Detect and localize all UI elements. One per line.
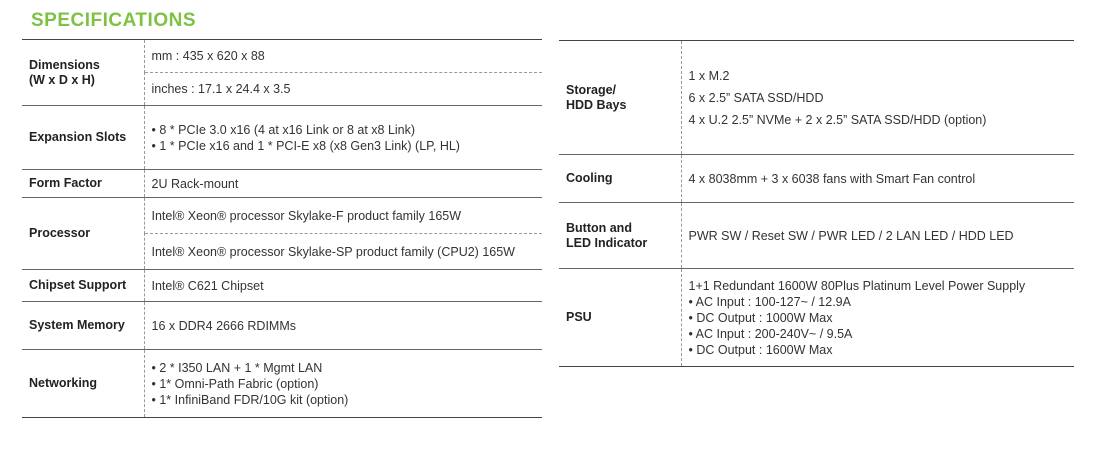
- spec-value-line: • AC Input : 200-240V~ / 9.5A: [688, 326, 853, 341]
- spec-value-line: • 2 * I350 LAN + 1 * Mgmt LAN: [151, 360, 323, 375]
- spec-subrow-processor: Intel® Xeon® processor Skylake-SP produc…: [22, 233, 542, 270]
- spec-value-line: Intel® Xeon® processor Skylake-SP produc…: [151, 244, 515, 259]
- spec-label-line: Cooling: [566, 171, 613, 185]
- spec-value-line: 2U Rack-mount: [151, 176, 239, 191]
- spec-label-line: (W x D x H): [29, 72, 95, 87]
- spec-value-line: 6 x 2.5” SATA SSD/HDD: [688, 90, 824, 105]
- spec-value-networking: • 2 * I350 LAN + 1 * Mgmt LAN • 1* Omni-…: [144, 349, 542, 418]
- spec-value-line: inches : 17.1 x 24.4 x 3.5: [151, 82, 291, 96]
- spec-value-expansion-slots: • 8 * PCIe 3.0 x16 (4 at x16 Link or 8 a…: [144, 105, 542, 170]
- spec-value-line: mm : 435 x 620 x 88: [151, 49, 265, 63]
- spec-value-chipset-support: Intel® C621 Chipset: [144, 269, 542, 302]
- spec-value-line: 4 x 8038mm + 3 x 6038 fans with Smart Fa…: [688, 171, 976, 186]
- spec-row-system-memory: System Memory 16 x DDR4 2666 RDIMMs: [22, 301, 542, 350]
- spec-label-expansion-slots: Expansion Slots: [22, 105, 145, 170]
- spec-label-line: Networking: [29, 376, 98, 390]
- spec-row-form-factor: Form Factor 2U Rack-mount: [22, 169, 542, 198]
- spec-row-chipset-support: Chipset Support Intel® C621 Chipset: [22, 269, 542, 302]
- spec-row-psu: PSU 1+1 Redundant 1600W 80Plus Platinum …: [559, 268, 1074, 367]
- spec-value-cooling: 4 x 8038mm + 3 x 6038 fans with Smart Fa…: [681, 154, 1074, 203]
- spec-label-line: Dimensions: [29, 57, 100, 72]
- spec-value-line: 4 x U.2 2.5” NVMe + 2 x 2.5” SATA SSD/HD…: [688, 112, 987, 127]
- spec-value-line: • 8 * PCIe 3.0 x16 (4 at x16 Link or 8 a…: [151, 122, 416, 137]
- spec-row-dimensions: Dimensions (W x D x H) mm : 435 x 620 x …: [22, 39, 542, 106]
- spec-value-dimensions-inches: inches : 17.1 x 24.4 x 3.5: [144, 72, 542, 106]
- spec-label-networking: Networking: [22, 349, 145, 418]
- page-title: SPECIFICATIONS: [31, 10, 196, 31]
- spec-value-line: • 1 * PCIe x16 and 1 * PCI-E x8 (x8 Gen3…: [151, 138, 460, 153]
- spec-value-line: • 1* InfiniBand FDR/10G kit (option): [151, 392, 349, 407]
- spec-row-networking: Networking • 2 * I350 LAN + 1 * Mgmt LAN…: [22, 349, 542, 418]
- spec-label-form-factor: Form Factor: [22, 169, 145, 198]
- spec-value-line: Intel® Xeon® processor Skylake-F product…: [151, 208, 462, 223]
- spec-value-line: Intel® C621 Chipset: [151, 278, 264, 293]
- spec-table-left: Dimensions (W x D x H) mm : 435 x 620 x …: [22, 39, 542, 418]
- spec-label-line: PSU: [566, 310, 592, 324]
- spec-value-line: • 1* Omni-Path Fabric (option): [151, 376, 319, 391]
- spec-value-psu: 1+1 Redundant 1600W 80Plus Platinum Leve…: [681, 268, 1074, 367]
- spec-value-button-led: PWR SW / Reset SW / PWR LED / 2 LAN LED …: [681, 202, 1074, 269]
- spec-value-processor-2: Intel® Xeon® processor Skylake-SP produc…: [144, 233, 542, 270]
- spec-value-line: • DC Output : 1000W Max: [688, 310, 833, 325]
- spec-value-line: • AC Input : 100-127~ / 12.9A: [688, 294, 851, 309]
- spec-row-expansion-slots: Expansion Slots • 8 * PCIe 3.0 x16 (4 at…: [22, 105, 542, 170]
- spec-label-chipset-support: Chipset Support: [22, 269, 145, 302]
- spec-label-line: Button and: [566, 220, 632, 235]
- spec-value-line: 1+1 Redundant 1600W 80Plus Platinum Leve…: [688, 278, 1026, 293]
- spec-label-button-led: Button and LED Indicator: [559, 202, 682, 269]
- spec-label-system-memory: System Memory: [22, 301, 145, 350]
- spec-label-line: Form Factor: [29, 176, 102, 190]
- spec-label-cooling: Cooling: [559, 154, 682, 203]
- spec-value-storage: 1 x M.2 6 x 2.5” SATA SSD/HDD 4 x U.2 2.…: [681, 41, 1074, 155]
- spec-value-line: • DC Output : 1600W Max: [688, 342, 833, 357]
- spec-value-line: 1 x M.2: [688, 68, 730, 83]
- spec-row-storage: Storage/ HDD Bays 1 x M.2 6 x 2.5” SATA …: [559, 40, 1074, 155]
- spec-label-line: HDD Bays: [566, 97, 627, 112]
- spec-label-line: Expansion Slots: [29, 130, 127, 144]
- spec-label-line: LED Indicator: [566, 235, 648, 250]
- spec-value-form-factor: 2U Rack-mount: [144, 169, 542, 198]
- spec-row-cooling: Cooling 4 x 8038mm + 3 x 6038 fans with …: [559, 154, 1074, 203]
- spec-row-button-led: Button and LED Indicator PWR SW / Reset …: [559, 202, 1074, 269]
- spec-subrow-dimensions: inches : 17.1 x 24.4 x 3.5: [22, 72, 542, 106]
- spec-label-line: Processor: [29, 226, 91, 240]
- spec-label-processor: Processor: [22, 197, 145, 270]
- spec-label-dimensions: Dimensions (W x D x H): [22, 39, 145, 106]
- spec-value-processor-1: Intel® Xeon® processor Skylake-F product…: [144, 197, 542, 234]
- spec-table-right: Storage/ HDD Bays 1 x M.2 6 x 2.5” SATA …: [559, 40, 1074, 367]
- spec-value-dimensions-mm: mm : 435 x 620 x 88: [144, 40, 542, 73]
- spec-label-psu: PSU: [559, 268, 682, 367]
- spec-value-line: PWR SW / Reset SW / PWR LED / 2 LAN LED …: [688, 228, 1014, 243]
- spec-label-line: System Memory: [29, 318, 125, 332]
- spec-label-line: Chipset Support: [29, 278, 127, 292]
- spec-value-system-memory: 16 x DDR4 2666 RDIMMs: [144, 301, 542, 350]
- spec-row-processor: Processor Intel® Xeon® processor Skylake…: [22, 197, 542, 270]
- spec-label-line: Storage/: [566, 82, 617, 97]
- spec-value-line: 16 x DDR4 2666 RDIMMs: [151, 318, 297, 333]
- spec-label-storage: Storage/ HDD Bays: [559, 40, 682, 155]
